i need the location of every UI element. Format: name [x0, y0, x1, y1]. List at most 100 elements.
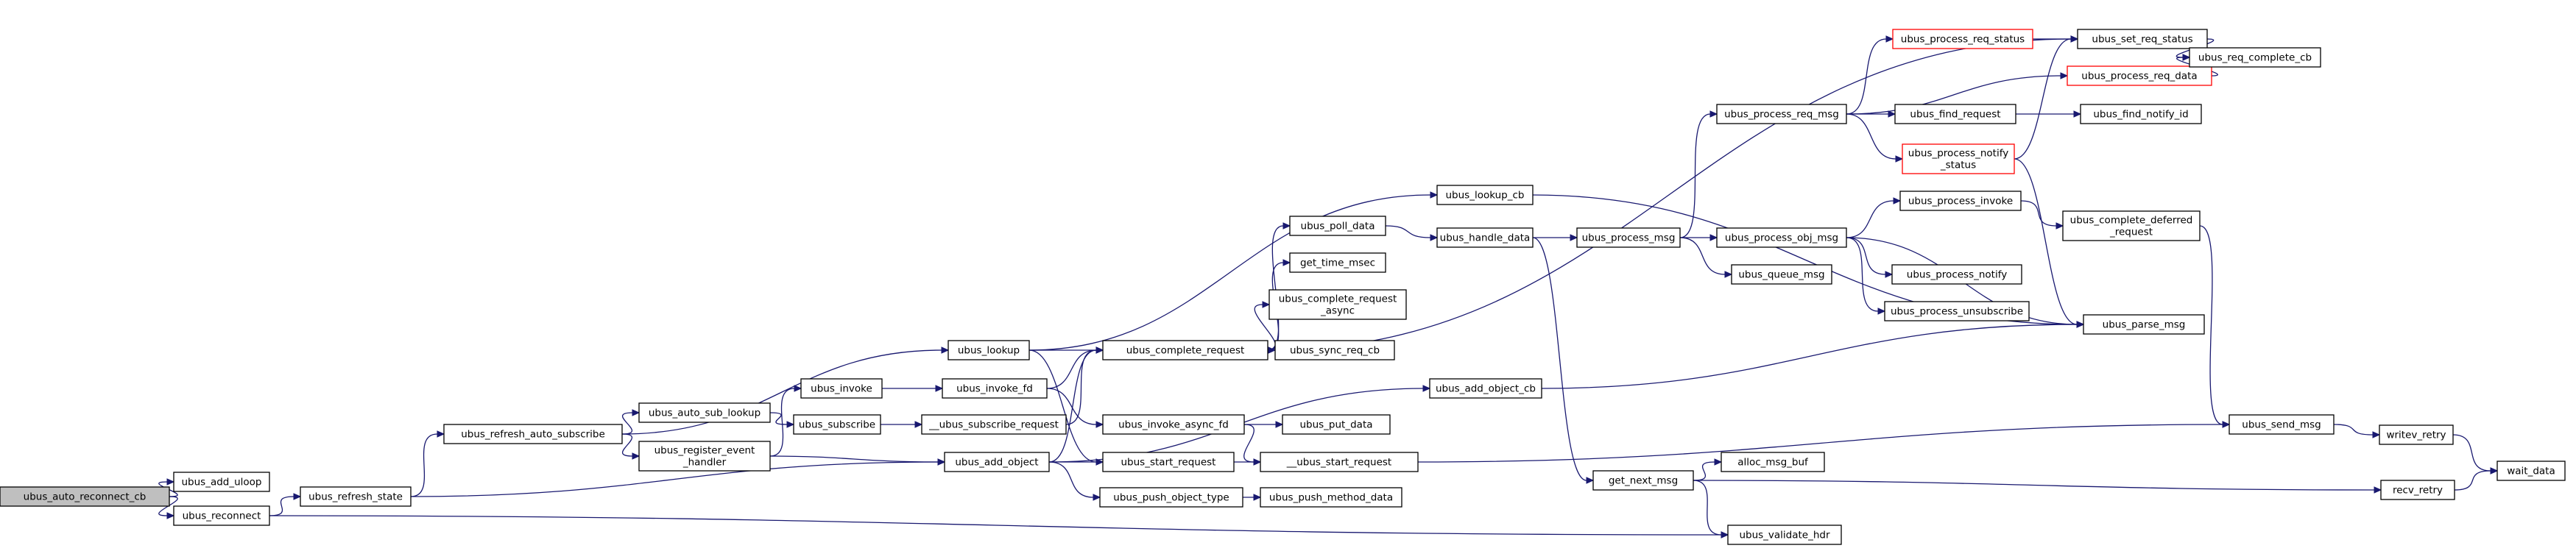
node-box [1289, 216, 1386, 236]
node-label: ubus_validate_hdr [1739, 530, 1830, 541]
edge-n4-n6 [621, 433, 641, 460]
edge-arrowhead [1709, 234, 1718, 241]
edge-n9-n24 [1028, 191, 1439, 351]
edge-arrowhead [1714, 458, 1723, 466]
node-writev-retry[interactable]: writev_retry [2379, 424, 2454, 445]
edge-arrowhead [1885, 271, 1894, 278]
node-ubus-find-request[interactable]: ubus_find_request [1894, 104, 2016, 124]
node-ubus-auto-reconnect-cb[interactable]: ubus_auto_reconnect_cb [0, 486, 170, 507]
node-label: writev_retry [2386, 430, 2446, 441]
node-ubus-process-notify-status[interactable]: ubus_process_notify_status [1902, 143, 2015, 174]
edge-line [1693, 461, 1715, 481]
edge-n30-n37 [1846, 197, 1902, 238]
edge-arrowhead [1093, 494, 1101, 501]
node-label: ubus_add_object [955, 457, 1038, 469]
node-label: ubus_complete_request [1126, 345, 1245, 357]
node-ubus-refresh-auto-subscribe[interactable]: ubus_refresh_auto_subscribe [443, 424, 623, 444]
node-box [1260, 452, 1419, 472]
node-ubus-process-req-data[interactable]: ubus_process_req_data [2067, 65, 2212, 86]
node-ubus-start-request[interactable]: __ubus_start_request [1260, 452, 1419, 472]
node-label: ubus_refresh_state [308, 491, 403, 503]
edge-line [2333, 424, 2374, 436]
node-ubus-refresh-state[interactable]: ubus_refresh_state [300, 486, 412, 507]
node-ubus-add-object[interactable]: ubus_add_object [944, 452, 1050, 472]
node-ubus-process-req-msg[interactable]: ubus_process_req_msg [1716, 104, 1847, 124]
node-ubus-queue-msg[interactable]: ubus_queue_msg [1731, 264, 1832, 285]
node-ubus-invoke-async-fd[interactable]: ubus_invoke_async_fd [1102, 414, 1245, 435]
edge-n30-n38 [1846, 237, 1894, 278]
node-box [948, 340, 1030, 360]
edge-arrowhead [2374, 486, 2382, 494]
node-ubus-handle-data[interactable]: ubus_handle_data [1436, 227, 1534, 248]
edge-n8-n11 [881, 421, 923, 428]
node-ubus-register-event-handler[interactable]: ubus_register_event_handler [638, 441, 771, 472]
node-label: ubus_invoke_async_fd [1118, 419, 1229, 431]
node-box [1902, 143, 2015, 174]
node-ubus-push-object-type[interactable]: ubus_push_object_type [1099, 487, 1243, 508]
node-box [1721, 452, 1825, 472]
node-ubus-put-data[interactable]: ubus_put_data [1282, 414, 1391, 435]
node-ubus-send-msg[interactable]: ubus_send_msg [2229, 414, 2335, 435]
node-label: ubus_auto_reconnect_cb [24, 491, 147, 503]
edge-n29-n41 [1846, 72, 2069, 115]
node-ubus-subscribe-request[interactable]: __ubus_subscribe_request [921, 414, 1067, 435]
node-box [1894, 104, 2016, 124]
node-box [1899, 191, 2022, 211]
node-ubus-complete-deferred-request[interactable]: ubus_complete_deferred_request [2062, 210, 2201, 241]
node-ubus-req-complete-cb[interactable]: ubus_req_complete_cb [2189, 47, 2321, 68]
node-ubus-process-obj-msg[interactable]: ubus_process_obj_msg [1716, 227, 1847, 248]
node-ubus-parse-msg[interactable]: ubus_parse_msg [2083, 314, 2205, 335]
edge-line [1243, 424, 1255, 463]
edge-n27-n30 [1680, 234, 1718, 241]
edge-arrowhead [1095, 346, 1104, 354]
node-ubus-set-req-status[interactable]: ubus_set_req_status [2077, 29, 2208, 49]
edge-arrowhead [166, 512, 175, 519]
edge-arrowhead [2222, 421, 2231, 428]
node-ubus-lookup-cb[interactable]: ubus_lookup_cb [1436, 185, 1534, 205]
node-ubus-validate-hdr[interactable]: ubus_validate_hdr [1727, 525, 1842, 545]
edge-arrowhead [1422, 385, 1431, 392]
node-ubus-add-object-cb[interactable]: ubus_add_object_cb [1429, 378, 1542, 399]
node-ubus-subscribe[interactable]: ubus_subscribe [793, 414, 881, 435]
node-box [921, 414, 1067, 435]
edge-arrowhead [632, 452, 641, 460]
node-ubus-complete-request-async[interactable]: ubus_complete_request_async [1268, 289, 1407, 320]
node-ubus-process-msg[interactable]: ubus_process_msg [1576, 227, 1681, 248]
edge-n6-n12 [769, 455, 946, 466]
edge-n37-n43 [2020, 200, 2064, 230]
edge-arrowhead [1282, 259, 1291, 266]
node-ubus-invoke[interactable]: ubus_invoke [800, 378, 883, 399]
node-box [2083, 314, 2205, 335]
node-ubus-process-unsubscribe[interactable]: ubus_process_unsubscribe [1884, 301, 2030, 321]
node-get-time-msec[interactable]: get_time_msec [1289, 252, 1386, 273]
node-ubus-process-invoke[interactable]: ubus_process_invoke [1899, 191, 2022, 211]
node-ubus-process-notify[interactable]: ubus_process_notify [1891, 264, 2022, 285]
node-box [2496, 461, 2566, 481]
node-label: ubus_register_event [654, 445, 755, 457]
node-ubus-find-notify-id[interactable]: ubus_find_notify_id [2080, 104, 2202, 124]
node-ubus-add-uloop[interactable]: ubus_add_uloop [173, 472, 270, 492]
node-label: wait_data [2507, 466, 2555, 477]
node-box [1592, 470, 1694, 491]
node-ubus-start-request[interactable]: ubus_start_request [1102, 452, 1235, 472]
node-get-next-msg[interactable]: get_next_msg [1592, 470, 1694, 491]
node-box [173, 472, 270, 492]
node-ubus-push-method-data[interactable]: ubus_push_method_data [1260, 487, 1402, 508]
node-ubus-sync-req-cb[interactable]: ubus_sync_req_cb [1274, 340, 1395, 360]
node-ubus-reconnect[interactable]: ubus_reconnect [173, 505, 270, 526]
node-label: _async [1320, 305, 1355, 317]
node-recv-retry[interactable]: recv_retry [2380, 480, 2455, 500]
edge-line [2020, 200, 2057, 227]
node-box [1102, 340, 1268, 360]
node-wait-data[interactable]: wait_data [2496, 461, 2566, 481]
node-ubus-lookup[interactable]: ubus_lookup [948, 340, 1030, 360]
node-ubus-invoke-fd[interactable]: ubus_invoke_fd [942, 378, 1048, 399]
node-ubus-complete-request[interactable]: ubus_complete_request [1102, 340, 1268, 360]
node-ubus-poll-data[interactable]: ubus_poll_data [1289, 216, 1386, 236]
node-ubus-auto-sub-lookup[interactable]: ubus_auto_sub_lookup [638, 402, 771, 423]
node-ubus-process-req-status[interactable]: ubus_process_req_status [1892, 29, 2033, 49]
node-box [2189, 47, 2321, 68]
edge-arrowhead [786, 421, 795, 428]
edge-line [1693, 480, 1722, 536]
node-alloc-msg-buf[interactable]: alloc_msg_buf [1721, 452, 1825, 472]
